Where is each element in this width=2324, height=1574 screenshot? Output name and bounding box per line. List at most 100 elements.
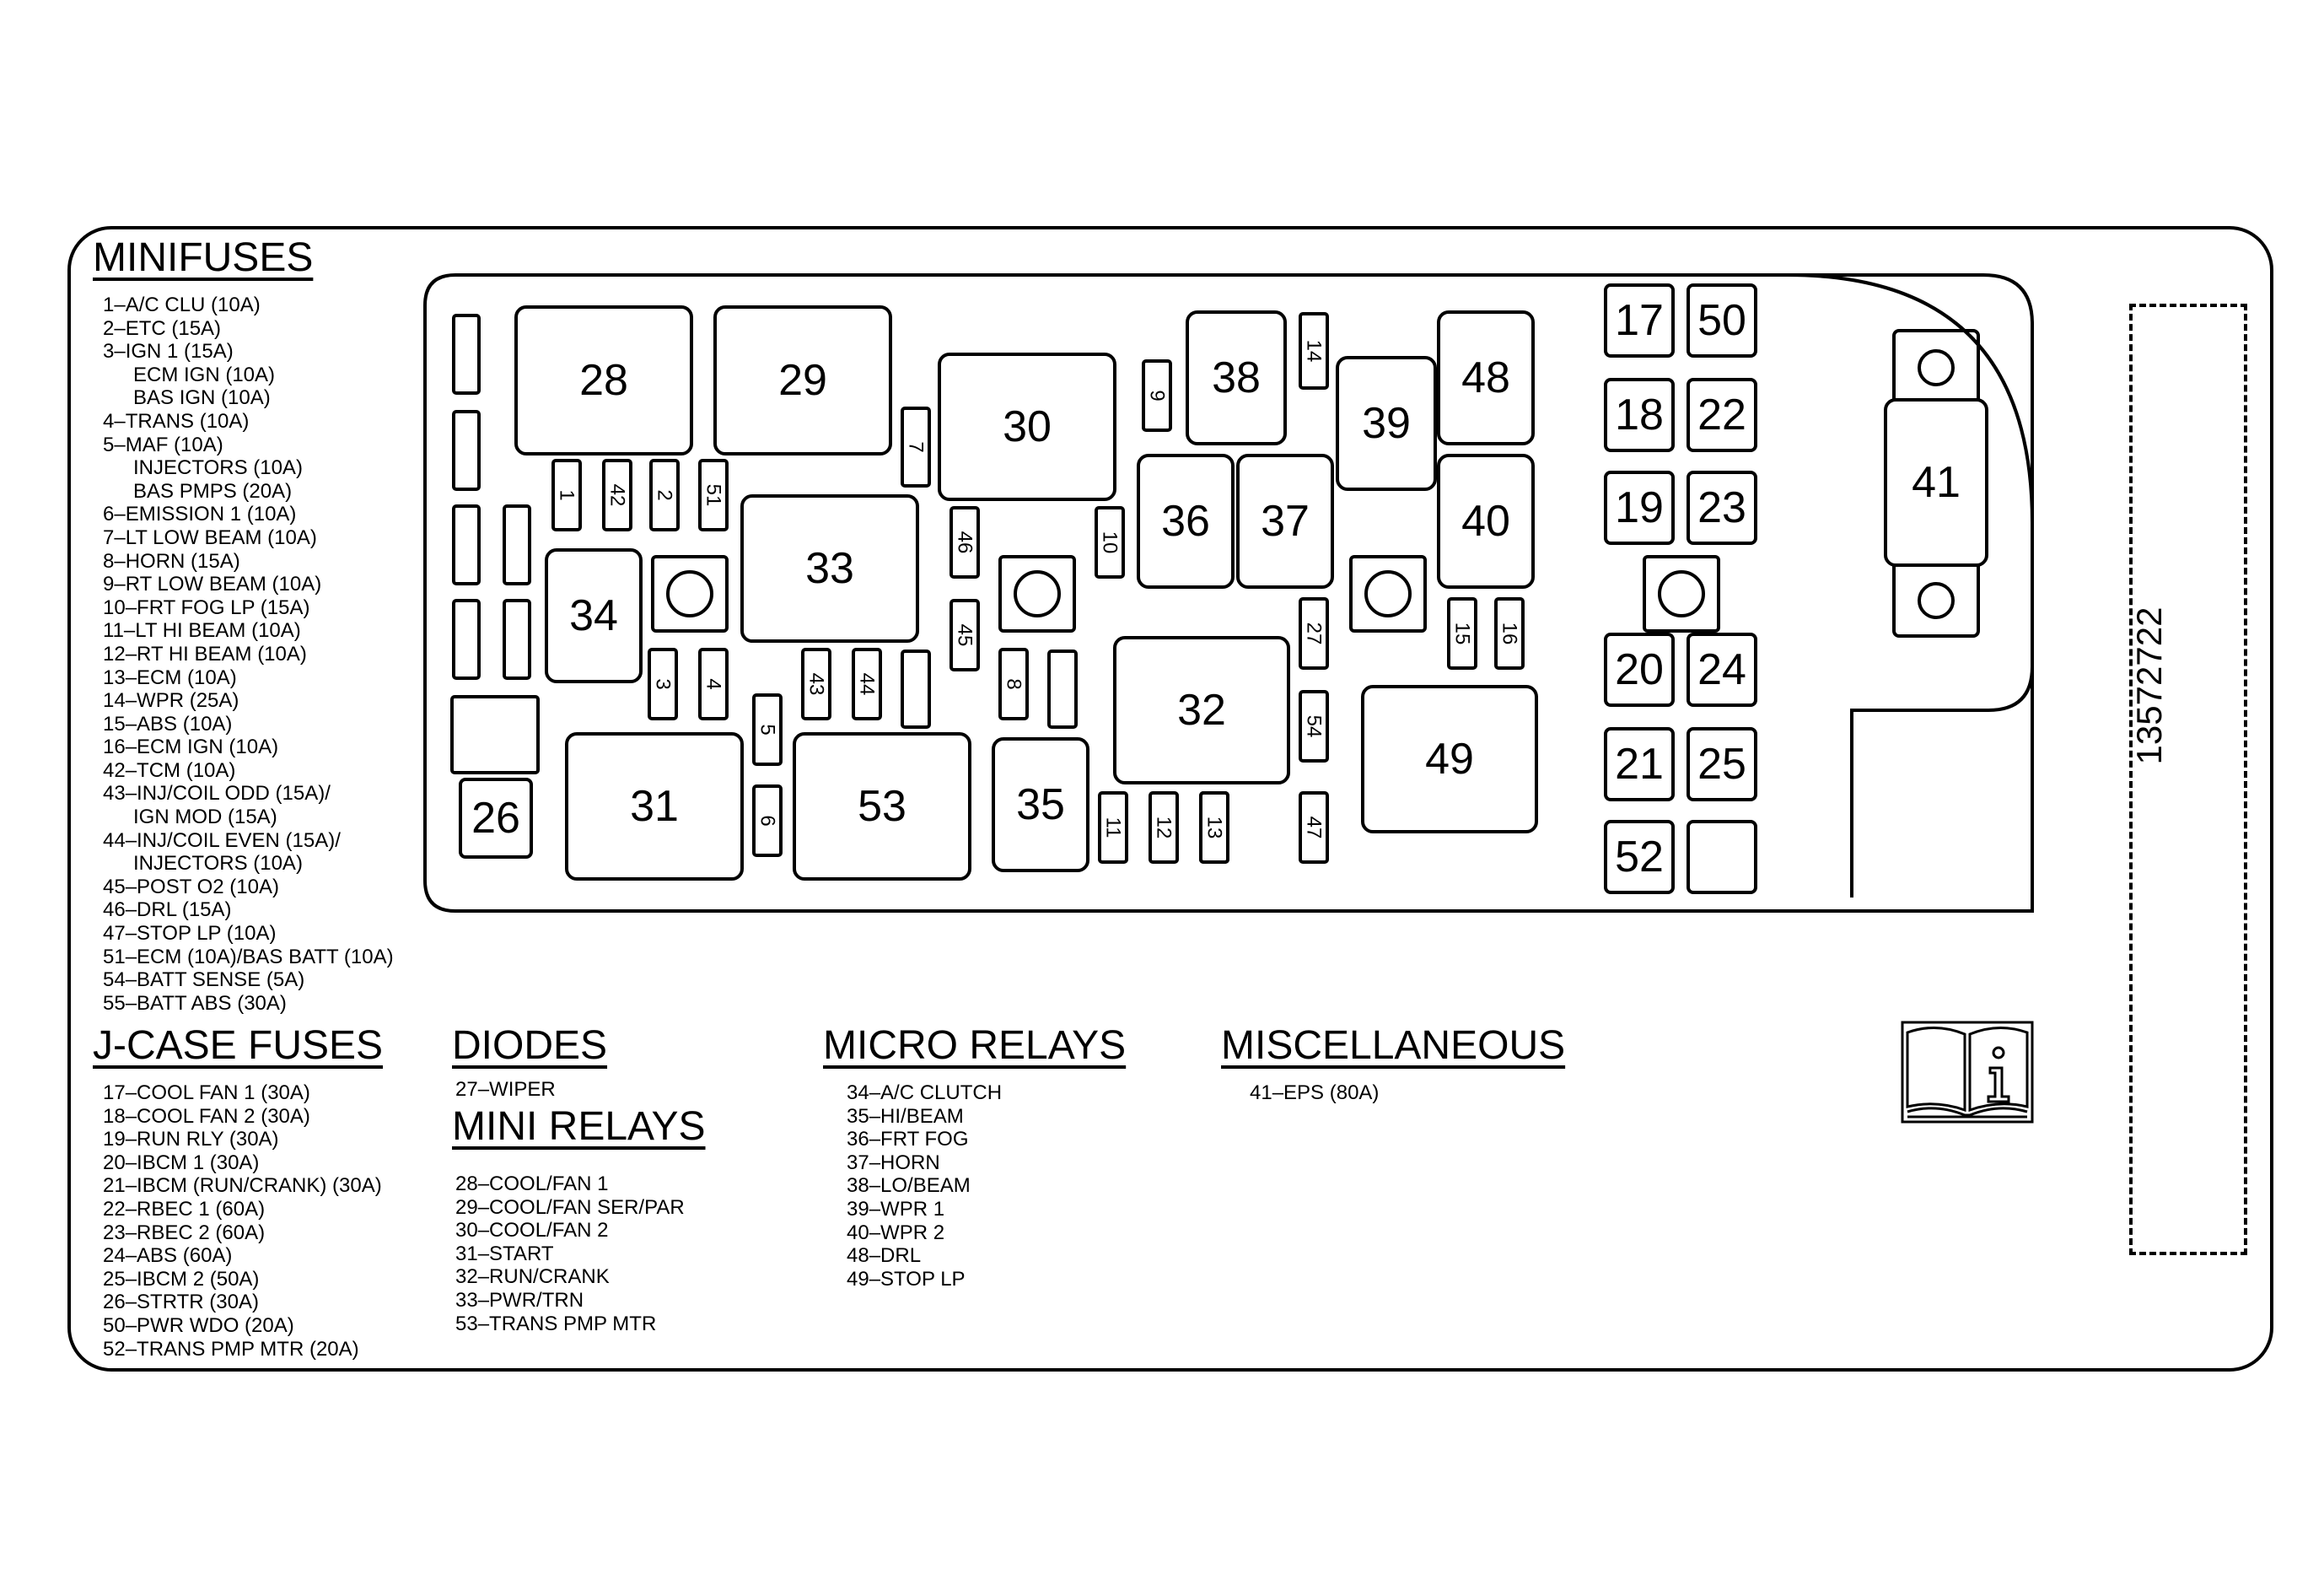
jcase-fuse-17 [1604, 283, 1675, 358]
minifuses-heading: MINIFUSES [93, 235, 314, 280]
minifuse-44 [852, 648, 882, 720]
bolt-boss [1643, 555, 1720, 633]
legend-item: 15–ABS (10A) [103, 712, 233, 736]
component-label-14: 14 [1303, 340, 1326, 363]
legend-item: 10–FRT FOG LP (15A) [103, 596, 310, 619]
legend-item: 42–TCM (10A) [103, 758, 236, 782]
component-label-25: 25 [1697, 740, 1746, 789]
legend-item: 27–WIPER [455, 1078, 556, 1101]
legend-item: 45–POST O2 (10A) [103, 875, 279, 898]
component-label-26: 26 [471, 794, 520, 843]
bolt-boss [1349, 555, 1427, 633]
micro-relay-38 [1186, 310, 1287, 445]
jcase-housing-outline [1788, 273, 2034, 898]
component-label-12: 12 [1153, 817, 1175, 839]
mounting-bolt-icon [1364, 570, 1412, 617]
jcase-fuse-26 [459, 778, 533, 859]
minifuse-7 [901, 407, 931, 488]
blank-fuse-slot [503, 599, 531, 680]
component-label-43: 43 [805, 673, 828, 696]
legend-item: 24–ABS (60A) [103, 1244, 233, 1268]
component-label-53: 53 [858, 782, 906, 831]
component-label-54: 54 [1303, 715, 1326, 738]
mounting-bolt-icon [666, 570, 713, 617]
blank-fuse-slot [452, 410, 481, 491]
legend-item: 28–COOL/FAN 1 [455, 1172, 609, 1195]
legend-item: 39–WPR 1 [847, 1197, 945, 1221]
legend-item: 35–HI/BEAM [847, 1104, 964, 1128]
mini-relay-33 [740, 494, 919, 643]
minifuse-3 [648, 648, 678, 720]
minifuse-15 [1447, 597, 1477, 670]
miscellaneous-heading: MISCELLANEOUS [1221, 1023, 1566, 1068]
jcase-fuse-21 [1604, 727, 1675, 801]
mini-relay-31 [565, 732, 744, 881]
legend-item: 29–COOL/FAN SER/PAR [455, 1195, 685, 1219]
component-label-22: 22 [1697, 391, 1746, 439]
component-label-9: 9 [1146, 390, 1169, 401]
legend-item: 20–IBCM 1 (30A) [103, 1151, 260, 1174]
minifuse-11 [1098, 791, 1128, 864]
component-label-45: 45 [954, 624, 976, 647]
jcase-fuse-52 [1604, 820, 1675, 894]
micro-relay-35 [992, 737, 1089, 872]
diodes-heading: DIODES [452, 1023, 608, 1068]
jcase-fuse-18 [1604, 378, 1675, 452]
legend-item: 55–BATT ABS (30A) [103, 991, 287, 1015]
minifuse-51 [698, 459, 729, 531]
jcase-fuse-22 [1687, 378, 1757, 452]
legend-item: 43–INJ/COIL ODD (15A)/ [103, 782, 331, 806]
minifuse-4 [698, 648, 729, 720]
component-label-51: 51 [702, 484, 725, 507]
eps-terminal-icon [1918, 349, 1955, 386]
legend-item: ECM IGN (10A) [133, 363, 276, 386]
legend-item: 13–ECM (10A) [103, 666, 237, 689]
blank-fuse-slot [1047, 650, 1078, 729]
legend-item: 49–STOP LP [847, 1267, 966, 1291]
component-label-16: 16 [1498, 623, 1521, 645]
minifuse-12 [1149, 791, 1179, 864]
legend-item: 54–BATT SENSE (5A) [103, 968, 305, 992]
minifuse-1 [551, 459, 582, 531]
component-label-13: 13 [1203, 817, 1226, 839]
legend-item: 32–RUN/CRANK [455, 1265, 610, 1289]
legend-item: 18–COOL FAN 2 (30A) [103, 1104, 310, 1128]
legend-item: 17–COOL FAN 1 (30A) [103, 1081, 310, 1104]
legend-item: 51–ECM (10A)/BAS BATT (10A) [103, 945, 394, 968]
minifuse-42 [602, 459, 632, 531]
jcase-fuses-heading: J-CASE FUSES [93, 1023, 384, 1068]
minifuse-43 [801, 648, 831, 720]
legend-item: 2–ETC (15A) [103, 316, 222, 340]
component-label-24: 24 [1697, 645, 1746, 694]
component-label-42: 42 [606, 484, 629, 507]
legend-item: 25–IBCM 2 (50A) [103, 1267, 260, 1291]
legend-item: 31–START [455, 1242, 554, 1265]
component-label-4: 4 [702, 678, 725, 689]
legend-item: 19–RUN RLY (30A) [103, 1128, 279, 1151]
component-label-34: 34 [569, 591, 618, 640]
minifuse-9 [1142, 359, 1172, 432]
legend-item: 34–A/C CLUTCH [847, 1081, 1003, 1104]
minifuse-8 [998, 648, 1029, 720]
legend-item: 41–EPS (80A) [1250, 1081, 1380, 1104]
legend-item: 5–MAF (10A) [103, 433, 223, 456]
component-label-18: 18 [1615, 391, 1664, 439]
legend-item: 40–WPR 2 [847, 1221, 945, 1244]
mini-relays-heading: MINI RELAYS [452, 1104, 706, 1149]
minifuse-6 [752, 784, 783, 857]
component-label-20: 20 [1615, 645, 1664, 694]
mounting-bolt-icon [1014, 570, 1061, 617]
legend-item: 22–RBEC 1 (60A) [103, 1197, 266, 1221]
component-label-5: 5 [756, 724, 779, 735]
legend-item: 16–ECM IGN (10A) [103, 736, 279, 759]
legend-item: 11–LT HI BEAM (10A) [103, 619, 301, 643]
minifuse-46 [950, 506, 980, 579]
component-label-1: 1 [556, 489, 578, 500]
mini-relay-53 [793, 732, 971, 881]
component-label-2: 2 [654, 489, 676, 500]
component-label-7: 7 [905, 441, 928, 452]
minifuse-16 [1494, 597, 1525, 670]
blank-fuse-slot [452, 314, 481, 395]
component-label-36: 36 [1161, 497, 1210, 546]
